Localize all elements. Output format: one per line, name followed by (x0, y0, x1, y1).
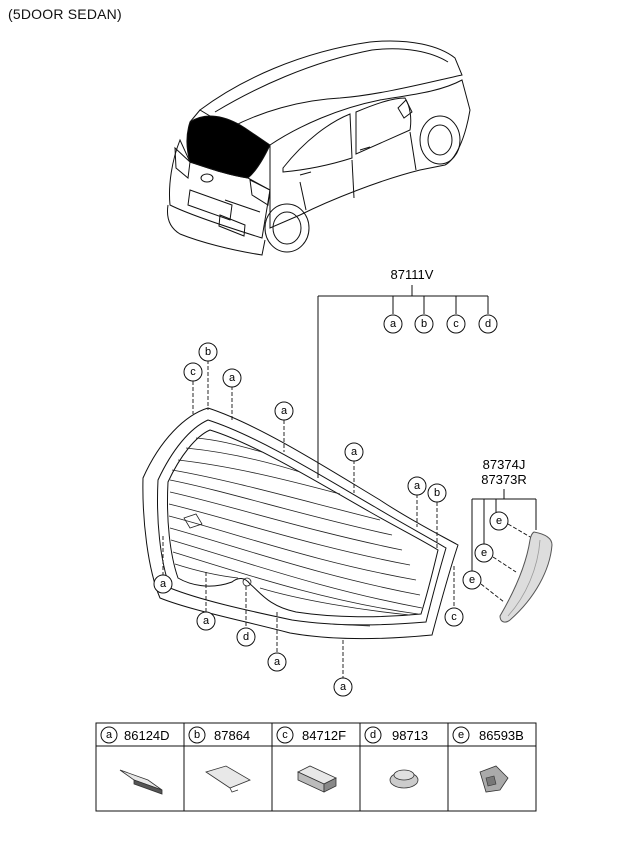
callout-b-top: b (198, 342, 218, 362)
callout-a-bottom: a (333, 677, 353, 697)
svg-text:a: a (281, 405, 288, 417)
defroster-lines (168, 437, 423, 616)
callout-a-upper: a (274, 401, 294, 421)
callout-a-left: a (153, 574, 173, 594)
legend-cell-e: e 86593B (452, 726, 524, 793)
svg-text:b: b (434, 487, 440, 499)
svg-text:a: a (203, 615, 210, 627)
svg-text:a: a (160, 578, 167, 590)
svg-text:c: c (282, 729, 288, 741)
svg-text:b: b (194, 729, 200, 741)
svg-text:86124D: 86124D (124, 728, 170, 743)
svg-text:a: a (390, 318, 397, 330)
svg-text:e: e (458, 729, 464, 741)
svg-text:a: a (229, 372, 236, 384)
svg-text:d: d (370, 729, 376, 741)
variant-label: (5DOOR SEDAN) (8, 6, 122, 22)
callout-c-top: c (183, 362, 203, 382)
assembly-label-group: 87111V a b c d (317, 267, 498, 478)
svg-text:86593B: 86593B (479, 728, 524, 743)
svg-text:b: b (421, 318, 427, 330)
svg-text:d: d (485, 318, 491, 330)
callout-a-top: a (222, 368, 242, 388)
callout-c-right: c (444, 607, 464, 627)
callout-a-middle: a (344, 442, 364, 462)
legend-cell-b: b 87864 (188, 726, 251, 793)
callout-b-right: b (427, 483, 447, 503)
legend-table: a 86124D b 87864 c 84712F d 98713 (95, 722, 537, 812)
svg-text:b: b (205, 346, 211, 358)
svg-text:a: a (351, 446, 358, 458)
callout-d: d (236, 627, 256, 647)
svg-text:a: a (414, 480, 421, 492)
legend-cell-a: a 86124D (100, 726, 170, 795)
svg-text:a: a (274, 656, 281, 668)
assembly-callout-a: a (383, 314, 403, 334)
side-part-number-2: 87373R (481, 472, 527, 487)
side-part-group: 87374J 87373R e e e (462, 457, 553, 623)
svg-text:e: e (496, 515, 502, 527)
svg-text:c: c (451, 611, 457, 623)
callout-a-right: a (407, 476, 427, 496)
svg-text:a: a (106, 729, 113, 741)
svg-text:e: e (469, 574, 475, 586)
glass-callout-circles: c b a a a a b a a d a a c (153, 342, 464, 697)
svg-text:c: c (453, 318, 459, 330)
svg-text:a: a (340, 681, 347, 693)
side-part-number-1: 87374J (483, 457, 526, 472)
assembly-callout-b: b (414, 314, 434, 334)
callout-e-1: e (489, 511, 509, 531)
legend-cell-d: d 98713 (364, 726, 428, 789)
callout-a-bottom-left: a (196, 611, 216, 631)
callout-e-3: e (462, 570, 482, 590)
assembly-part-number: 87111V (391, 267, 434, 282)
car-illustration (167, 40, 471, 256)
assembly-callout-d: d (478, 314, 498, 334)
svg-text:e: e (481, 547, 487, 559)
assembly-callout-c: c (446, 314, 466, 334)
svg-text:d: d (243, 631, 249, 643)
callout-a-bottom-middle: a (267, 652, 287, 672)
callout-e-2: e (474, 543, 494, 563)
svg-text:87864: 87864 (214, 728, 250, 743)
svg-text:98713: 98713 (392, 728, 428, 743)
glass-callouts (162, 360, 455, 678)
legend-cell-c: c 84712F (276, 726, 346, 793)
rear-glass (142, 407, 459, 640)
svg-text:c: c (190, 366, 196, 378)
svg-text:84712F: 84712F (302, 728, 346, 743)
